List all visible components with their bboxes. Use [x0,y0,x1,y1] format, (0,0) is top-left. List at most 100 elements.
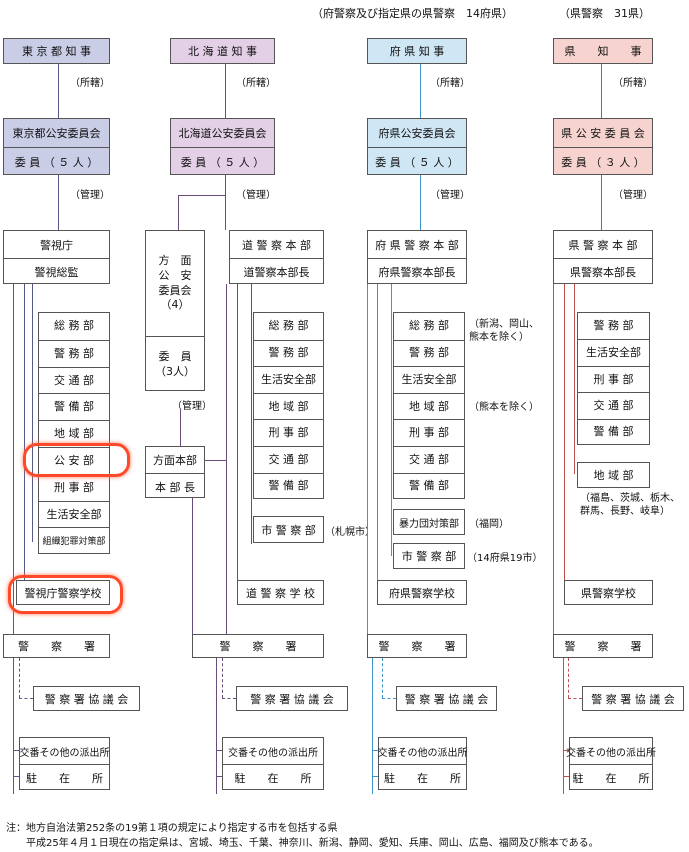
hokkaido-hq-box: 道 警 察 本 部 道警察本部長 [229,230,324,284]
ken-dept-item: 警 務 部 [593,318,634,332]
tokyo-dept-item: 刑 事 部 [39,473,109,502]
tokyo-dept-item: 交 通 部 [39,366,109,395]
prefecture-dept-item: 刑 事 部 [394,419,464,447]
school-highlight [8,575,123,614]
ken-station: 警 察 署 [553,634,653,658]
hokkaido-management-label: （管理） [236,190,276,201]
hokkaido-dept-item: 警 務 部 [254,339,323,368]
tokyo-dept-item: 組織犯罪対策部 [39,527,109,555]
hokkaido-koban: 交番その他の派出所 [228,747,318,759]
prefecture-boryokudan-note: （福岡） [469,519,509,530]
prefecture-governor: 府 県 知 事 [367,38,467,64]
hokkaido-governor: 北 海 道 知 事 [170,38,275,64]
ken-council: 警 察 署 協 議 会 [582,686,684,711]
tokyo-dept-item: 警 務 部 [39,339,109,368]
footnote: 注：地方自治法第252条の19第１項の規定により指定する市を包括する県 平成25… [6,823,599,849]
prefecture-chuzaisho: 駐 在 所 [379,764,466,791]
hokkaido-chuzaisho: 駐 在 所 [223,764,323,791]
prefecture-jurisdiction-label: （所轄） [430,78,470,89]
tokyo-council: 警 察 署 協 議 会 [33,686,140,711]
prefecture-commission-box: 府県公安委員会 委 員 （ ５ 人 ） [367,118,467,175]
tokyo-koban: 交番その他の派出所 [19,747,110,759]
tokyo-dept-item: 警 備 部 [39,393,109,421]
ken-hq-box: 県 警 察 本 部 県警察本部長 [553,230,653,284]
prefecture-school: 府県警察学校 [377,580,467,605]
ken-jurisdiction-label: （所轄） [613,78,653,89]
prefecture-dept-item: 警 備 部 [394,472,464,501]
tokyo-chief: 警視総監 [4,258,109,285]
ken-commission-box: 県 公 安 委 員 会 委 員 （ ３ 人 ） [553,118,653,175]
prefecture-chiiki-note: （熊本を除く） [469,402,539,413]
ken-commission: 県 公 安 委 員 会 [561,127,645,140]
tokyo-dept-item: 公 安 部 [39,447,109,475]
tokyo-school: 警視庁警察学校 [16,580,110,605]
tokyo-hq-box: 警視庁 警視総監 [3,230,110,284]
tokyo-departments: 総 務 部警 務 部交 通 部警 備 部地 域 部公 安 部刑 事 部生活安全部… [38,312,110,554]
public-security-highlight [23,443,130,477]
hokkaido-city-note: （札幌市） [325,527,375,538]
prefecture-dept-item: 総 務 部 [409,318,449,332]
tokyo-commission-box: 東京都公安委員会 委 員 （ ５ 人 ） [3,118,110,175]
ken-dept-item: 生活安全部 [578,339,649,366]
hokkaido-dept-item: 警 備 部 [254,472,323,501]
prefecture-commission: 府県公安委員会 [378,127,456,140]
prefecture-koban: 交番その他の派出所 [377,747,468,759]
area-chief: 本 部 長 [146,473,204,499]
ken-school: 県警察学校 [564,580,653,605]
prefecture-boryokudan: 暴力団対策部 [393,509,465,535]
prefecture-dept-item: 警 務 部 [394,339,464,368]
prefecture-soumu-note: （新潟、岡山、 熊本を除く） [469,319,539,343]
ken-dept-item: 交 通 部 [578,392,649,419]
prefecture-dept-item: 生活安全部 [394,366,464,394]
ken-governor: 県 知 事 [553,38,653,64]
prefecture-council: 警 察 署 協 議 会 [396,686,497,711]
prefecture-departments: 総 務 部警 務 部生活安全部地 域 部刑 事 部交 通 部警 備 部 [393,312,465,499]
ken-departments: 警 務 部生活安全部刑 事 部交 通 部警 備 部 [577,312,650,445]
hokkaido-dept-item: 生活安全部 [254,366,323,394]
ken-chiiki-note: （福島、茨城、栃木、 群馬、長野、岐阜） [580,493,680,517]
hokkaido-hq: 道 警 察 本 部 [242,238,311,252]
ken-koban-box: 交番その他の派出所 駐 在 所 [566,737,656,791]
prefecture-hq-box: 府 県 警 察 本 部 府県警察本部長 [367,230,467,284]
prefecture-city-note: （14府県19市） [467,553,543,564]
ken-police-label: （県警察 31県） [559,7,650,20]
hokkaido-jurisdiction-label: （所轄） [236,78,276,89]
tokyo-chuzaisho: 駐 在 所 [20,764,109,791]
area-commission-box: 方 面 公 安 委員会 （4） 委 員 （3人） [145,230,205,391]
prefecture-management-label: （管理） [430,190,470,201]
tokyo-dept-item: 総 務 部 [54,318,94,332]
tokyo-jurisdiction-label: （所轄） [70,78,110,89]
area-hq-box: 方面本部 本 部 長 [145,446,205,498]
tokyo-management-label: （管理） [70,190,110,201]
prefecture-hq: 府 県 警 察 本 部 [375,238,459,252]
hokkaido-school: 道 警 察 学 校 [237,580,324,605]
hokkaido-dept-item: 交 通 部 [254,446,323,474]
tokyo-commission: 東京都公安委員会 [12,127,101,140]
tokyo-governor: 東 京 都 知 事 [3,38,110,64]
ken-management-label: （管理） [613,190,653,201]
ken-chuzaisho: 駐 在 所 [570,764,652,791]
ken-chiiki: 地 域 部 [577,462,650,488]
prefecture-city-police: 市 警 察 部 [393,543,465,569]
ken-koban: 交番その他の派出所 [566,747,656,759]
prefecture-koban-box: 交番その他の派出所 駐 在 所 [377,737,468,791]
area-members: 委 員 （3人） [146,336,204,392]
hokkaido-dept-item: 地 域 部 [254,392,323,421]
ken-dept-item: 警 備 部 [578,418,649,446]
hokkaido-departments: 総 務 部警 務 部生活安全部地 域 部刑 事 部交 通 部警 備 部 [253,312,324,499]
tokyo-dept-item: 地 域 部 [39,420,109,448]
hokkaido-station: 警 察 署 [192,634,324,658]
hokkaido-commission: 北海道公安委員会 [178,127,267,140]
hokkaido-city-police: 市 警 察 部 [253,516,324,543]
prefecture-dept-item: 交 通 部 [394,446,464,474]
ken-dept-item: 刑 事 部 [578,365,649,393]
ken-hq: 県 警 察 本 部 [568,238,638,252]
hokkaido-council: 警 察 署 協 議 会 [236,686,348,711]
hokkaido-chief: 道警察本部長 [230,258,323,285]
ken-chief: 県警察本部長 [554,258,652,285]
tokyo-hq: 警視庁 [40,238,73,252]
hokkaido-dept-item: 刑 事 部 [254,419,323,447]
ken-members: 委 員 （ ３ 人 ） [554,147,652,176]
area-hq: 方面本部 [153,454,197,467]
tokyo-dept-item: 生活安全部 [39,500,109,529]
